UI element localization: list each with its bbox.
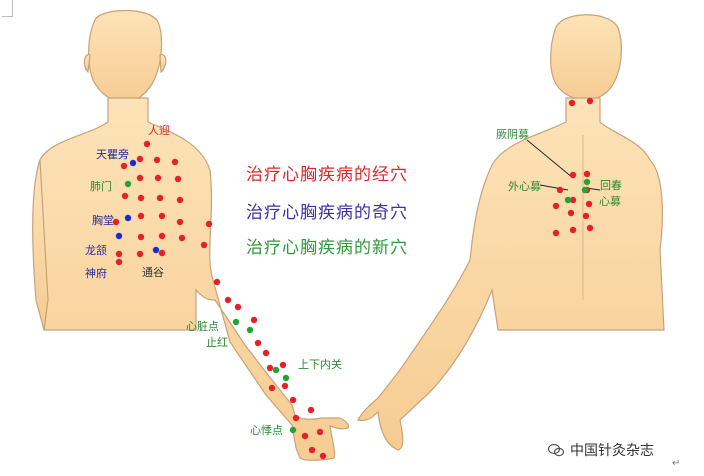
label-feimen: 肺门 [90,180,112,193]
new-acupoint-dot [581,186,589,194]
classic-acupoint-dot [156,194,164,202]
classic-acupoint-dot [569,196,577,204]
label-huichun: 回春 [600,179,622,192]
classic-acupoint-dot [136,174,144,182]
new-acupoint-dot [272,366,280,374]
classic-acupoint-dot [568,99,576,107]
classic-acupoint-dot [213,278,221,286]
classic-acupoint-dot [268,384,276,392]
label-zhihong: 止红 [206,336,228,349]
extra-acupoint-dot [152,246,160,254]
classic-acupoint-dot [176,196,184,204]
extra-acupoint-dot [124,214,132,222]
classic-acupoint-dot [137,233,145,241]
wechat-icon [548,443,564,457]
classic-acupoint-dot [254,339,262,347]
classic-acupoint-dot [552,229,560,237]
classic-acupoint-dot [552,202,560,210]
classic-acupoint-dot [224,296,232,304]
label-tianquping: 天瞿旁 [96,148,129,161]
classic-acupoint-dot [281,382,289,390]
label-shangxianeiguan: 上下内关 [298,358,342,371]
label-renying: 人迎 [148,124,170,137]
classic-acupoint-dot [115,258,123,266]
classic-acupoint-dot [292,414,300,422]
label-shenfu: 神府 [85,267,107,280]
classic-acupoint-dot [136,155,144,163]
watermark: 中国针灸杂志 [548,440,654,460]
classic-acupoint-dot [112,218,120,226]
classic-acupoint-dot [205,220,213,228]
classic-acupoint-dot [586,97,594,105]
classic-acupoint-dot [200,241,208,249]
classic-acupoint-dot [316,428,324,436]
paragraph-return-mark: ↵ [672,458,681,469]
front-body [32,10,350,461]
classic-acupoint-dot [583,170,591,178]
label-tonggu: 通谷 [142,266,164,279]
classic-acupoint-dot [120,162,128,170]
extra-acupoint-dot [129,159,137,167]
page-corner-mark [2,0,13,17]
classic-acupoint-dot [137,194,145,202]
classic-acupoint-dot [262,349,270,357]
classic-acupoint-dot [174,175,182,183]
classic-acupoint-dot [250,316,258,324]
classic-acupoint-dot [171,158,179,166]
classic-acupoint-dot [556,186,564,194]
classic-acupoint-dot [153,156,161,164]
label-xinzangdian: 心脏点 [186,320,219,333]
watermark-text: 中国针灸杂志 [570,443,654,459]
classic-acupoint-dot [301,432,309,440]
new-acupoint-dot [289,426,297,434]
new-acupoint-dot [282,374,290,382]
label-jueyinmu: 厥阴募 [496,128,529,141]
label-waixinmu: 外心募 [508,180,541,193]
classic-acupoint-dot [266,364,274,372]
new-acupoint-dot [583,178,591,186]
classic-acupoint-dot [158,232,166,240]
classic-acupoint-dot [585,200,593,208]
classic-acupoint-dot [143,140,151,148]
classic-acupoint-dot [234,303,242,311]
classic-acupoint-dot [307,406,315,414]
extra-acupoint-dot [115,232,123,240]
classic-acupoint-dot [279,361,287,369]
acupoint-markers [112,97,594,460]
classic-acupoint-dot [569,226,577,234]
classic-acupoint-dot [289,396,297,404]
back-body [357,14,665,451]
new-acupoint-dot [232,318,240,326]
legend-classic-points: 治疗心胸疾病的经穴 [246,165,408,185]
classic-acupoint-dot [586,224,594,232]
classic-acupoint-dot [158,249,166,257]
classic-acupoint-dot [567,209,575,217]
label-xinmu: 心募 [599,195,621,208]
classic-acupoint-dot [136,250,144,258]
classic-acupoint-dot [178,234,186,242]
classic-acupoint-dot [308,446,316,454]
classic-acupoint-dot [137,212,145,220]
classic-acupoint-dot [115,250,123,258]
classic-acupoint-dot [176,218,184,226]
classic-acupoint-dot [154,174,162,182]
legend-extra-points: 治疗心胸疾病的奇穴 [246,203,408,223]
new-acupoint-dot [124,180,132,188]
classic-acupoint-dot [121,192,129,200]
classic-acupoint-dot [158,212,166,220]
legend-new-points: 治疗心胸疾病的新穴 [246,238,408,258]
new-acupoint-dot [564,196,572,204]
classic-acupoint-dot [319,452,327,460]
label-xiongtang: 胸堂 [92,214,114,227]
classic-acupoint-dot [569,171,577,179]
label-xinjidian: 心悸点 [250,424,283,437]
classic-acupoint-dot [582,212,590,220]
label-longhan: 龙颔 [85,244,107,257]
new-acupoint-dot [246,326,254,334]
